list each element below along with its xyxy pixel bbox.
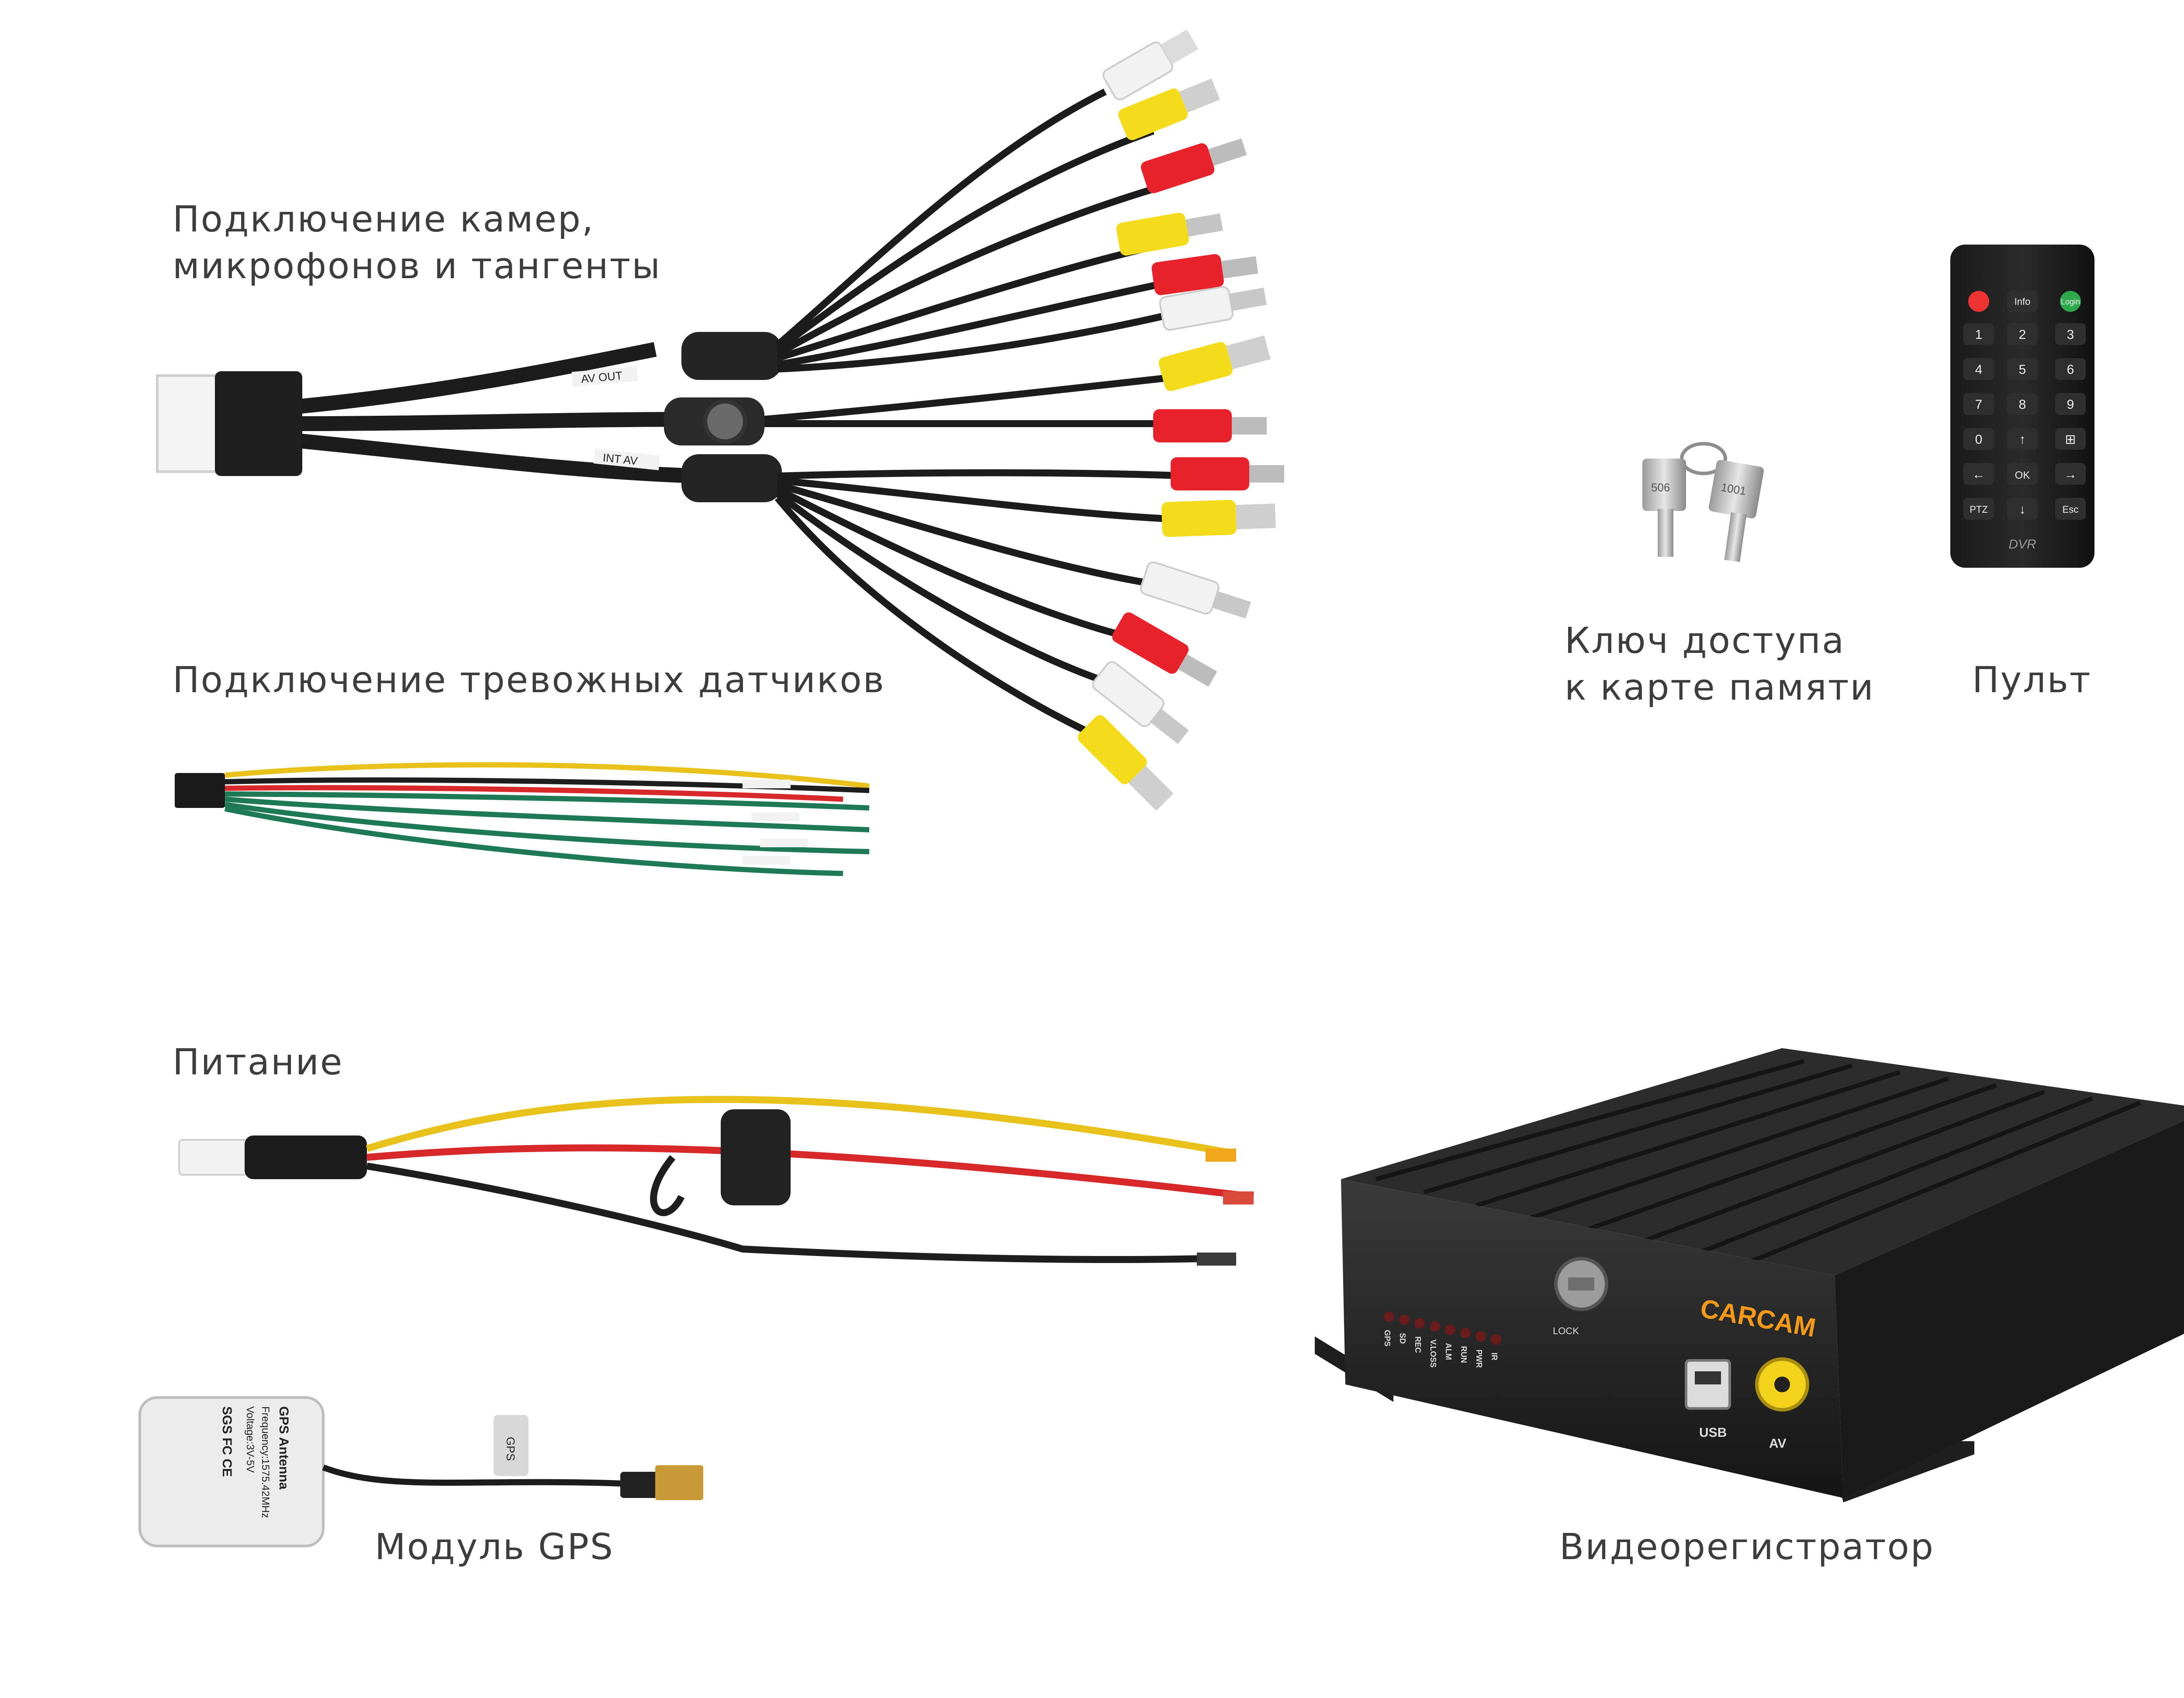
fanout-leads bbox=[764, 88, 1193, 737]
led-label-run: RUN bbox=[1459, 1346, 1468, 1363]
remote-info-button: Info bbox=[2015, 296, 2031, 307]
lock-label: LOCK bbox=[1553, 1325, 1579, 1336]
rca-plugs bbox=[1078, 29, 1284, 811]
rca-plug-red-5 bbox=[1112, 612, 1217, 687]
usb-port-label: USB bbox=[1699, 1425, 1727, 1440]
rca-plug-red-3 bbox=[1153, 409, 1267, 442]
gps-antenna-voltage: Voltage:3V-5V bbox=[244, 1406, 256, 1473]
rca-plug-yellow-1 bbox=[1118, 78, 1220, 141]
rca-plug-red-4 bbox=[1171, 457, 1284, 490]
alarm-connector bbox=[175, 773, 225, 808]
remote-key-8: 8 bbox=[2019, 397, 2026, 412]
cameras-caption: Подключение камер, микрофонов и тангенты bbox=[173, 197, 661, 290]
remote-key-grid: ⊞ bbox=[2065, 432, 2076, 447]
connector-housing bbox=[215, 371, 302, 476]
remote-key-4: 4 bbox=[1975, 362, 1983, 377]
remote-key-1: 1 bbox=[1975, 328, 1983, 342]
splitter-av-out bbox=[681, 332, 782, 380]
key-caption-line2: к карте памяти bbox=[1565, 666, 1875, 708]
gps-antenna-puck bbox=[138, 1396, 325, 1547]
rca-plug-white-3 bbox=[1140, 561, 1251, 619]
remote-key-up: ↑ bbox=[2019, 432, 2026, 447]
remote-key-left: ← bbox=[1972, 467, 1985, 482]
remote-key-7: 7 bbox=[1975, 397, 1983, 412]
sma-connector bbox=[655, 1465, 703, 1500]
mount-flange-bottom bbox=[1839, 1441, 1974, 1502]
key-left-tag: 506 bbox=[1651, 481, 1670, 494]
cameras-caption-line2: микрофонов и тангенты bbox=[173, 245, 661, 287]
alarm-harness bbox=[175, 762, 870, 876]
splitter-int-av bbox=[681, 454, 782, 502]
remote-key-ok: OK bbox=[2015, 469, 2030, 481]
power-button-icon bbox=[1968, 291, 1989, 312]
key-caption: Ключ доступа к карте памяти bbox=[1565, 618, 1875, 711]
led-label-vloss: V.LOSS bbox=[1429, 1339, 1438, 1367]
led-label-rec: REC bbox=[1413, 1336, 1422, 1353]
remote-key-0: 0 bbox=[1975, 432, 1983, 447]
remote-key-9: 9 bbox=[2067, 397, 2074, 412]
rca-plug-red-1 bbox=[1140, 138, 1247, 193]
dvr-front-panel bbox=[1341, 1179, 1843, 1498]
av-breakout-cable: AV OUT INT AV bbox=[156, 29, 1284, 811]
remote-key-3: 3 bbox=[2067, 328, 2074, 342]
remote-control: Info Login 1 2 3 4 5 6 7 8 9 0 ↑ ⊞ ← bbox=[1950, 245, 2094, 568]
key-right bbox=[1709, 459, 1764, 519]
rca-plug-red-2 bbox=[1151, 254, 1258, 295]
remote-key-5: 5 bbox=[2019, 362, 2026, 377]
led-label-sd: SD bbox=[1398, 1333, 1407, 1344]
remote-key-6: 6 bbox=[2067, 362, 2074, 377]
remote-brand: DVR bbox=[2008, 537, 2036, 552]
memory-card-keys: 506 1001 bbox=[1642, 442, 1764, 562]
gps-caption: Модуль GPS bbox=[375, 1526, 614, 1568]
dvr-side-panel bbox=[1835, 1121, 2184, 1498]
remote-key-2: 2 bbox=[2019, 328, 2026, 342]
white-multipin-connector bbox=[156, 374, 220, 473]
gps-antenna-frequency: Frequency:1575.42MHz bbox=[259, 1406, 271, 1518]
cameras-caption-line1: Подключение камер, bbox=[173, 199, 595, 240]
inline-fuse-holder bbox=[721, 1109, 791, 1205]
rca-plug-white-2 bbox=[1159, 286, 1267, 331]
remote-key-right: → bbox=[2064, 467, 2077, 482]
led-label-ir: IR bbox=[1490, 1353, 1499, 1360]
dvr-device: LOCK GPS SD REC V.LOSS ALM RUN PWR IR CA… bbox=[1315, 1048, 2184, 1502]
rca-plug-yellow-5 bbox=[1078, 715, 1174, 811]
rca-plug-yellow-4 bbox=[1161, 500, 1276, 537]
rca-plug-yellow-3 bbox=[1158, 335, 1271, 391]
power-connector-plug bbox=[178, 1139, 250, 1176]
dvr-caption: Видеорегистратор bbox=[1559, 1526, 1935, 1568]
remote-key-esc: Esc bbox=[2063, 504, 2079, 515]
av-port-label: AV bbox=[1769, 1436, 1786, 1451]
gps-antenna-marks: SGS FC CE bbox=[220, 1406, 234, 1477]
gps-antenna-title: GPS Antenna bbox=[276, 1406, 291, 1490]
remote-caption: Пульт bbox=[1972, 659, 2092, 701]
remote-key-down: ↓ bbox=[2019, 502, 2026, 517]
rca-plug-white-1 bbox=[1102, 29, 1199, 100]
dvr-top-panel bbox=[1341, 1048, 2184, 1275]
remote-key-ptz: PTZ bbox=[1970, 504, 1988, 515]
led-label-gps: GPS bbox=[1383, 1330, 1392, 1346]
alarm-caption: Подключение тревожных датчиков bbox=[173, 659, 885, 701]
gps-cable-tag: GPS bbox=[504, 1437, 517, 1461]
power-caption: Питание bbox=[173, 1042, 344, 1083]
led-label-pwr: PWR bbox=[1475, 1349, 1483, 1368]
rca-plug-yellow-2 bbox=[1116, 213, 1223, 256]
rca-plug-white-4 bbox=[1092, 661, 1189, 744]
key-left bbox=[1642, 459, 1686, 511]
led-label-alm: ALM bbox=[1444, 1343, 1453, 1360]
gps-module: GPS Antenna Frequency:1575.42MHz Voltage… bbox=[138, 1396, 703, 1547]
power-cable bbox=[178, 1096, 1254, 1266]
key-caption-line1: Ключ доступа bbox=[1565, 620, 1845, 662]
remote-login-button: Login bbox=[2061, 297, 2080, 306]
